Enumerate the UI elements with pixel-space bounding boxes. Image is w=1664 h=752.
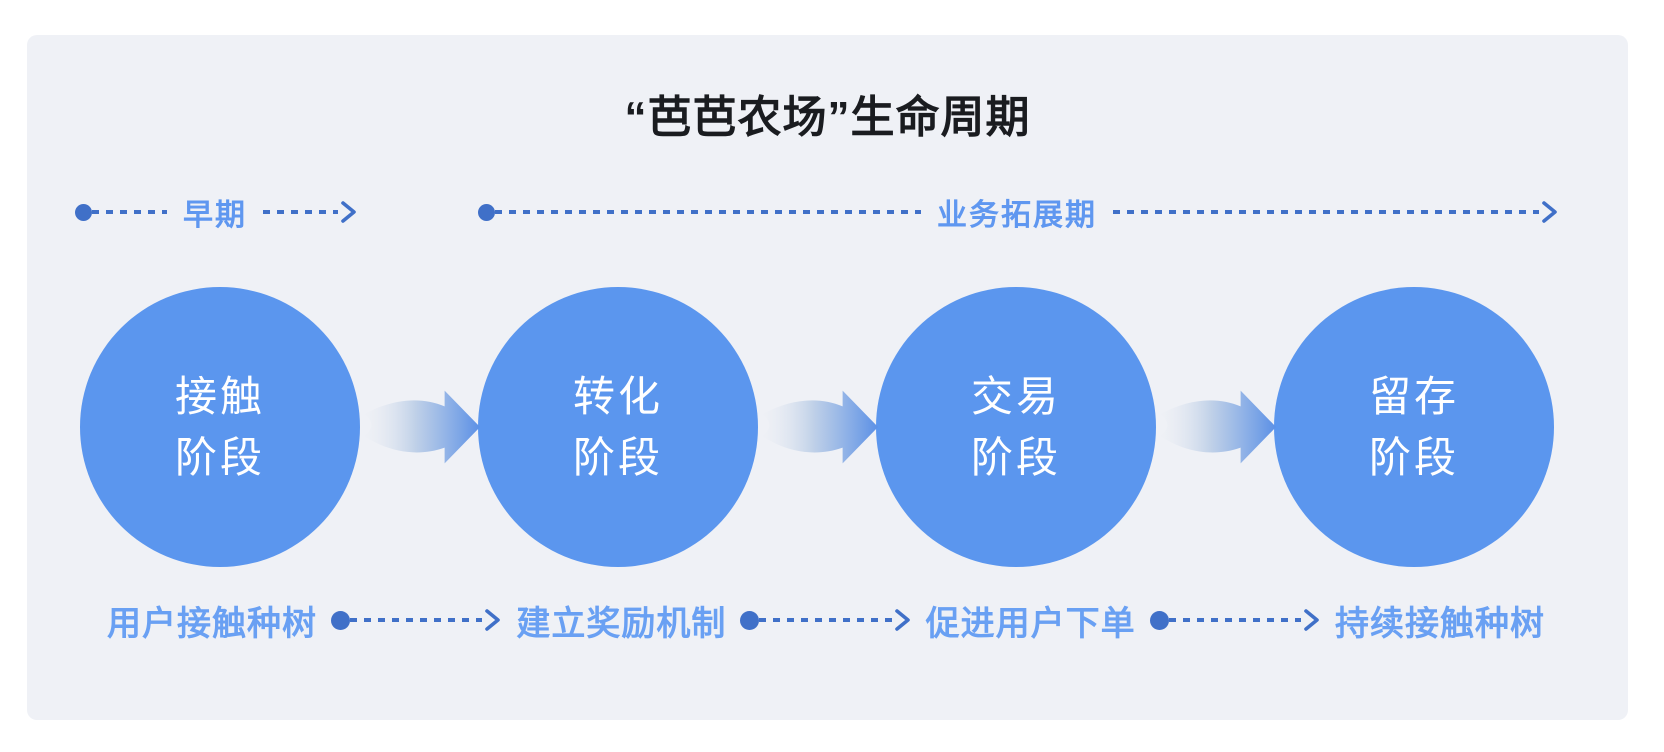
- timeline-dashed-line: [92, 210, 167, 214]
- step-label-continue-plant-trees: 持续接触种树: [1334, 604, 1545, 643]
- timeline-dashed-line: [1113, 210, 1539, 214]
- chevron-right-icon: [1304, 609, 1319, 631]
- step-dashed-line: [350, 618, 483, 622]
- timeline-dashed-line: [263, 210, 338, 214]
- gradient-arrow-icon: [1159, 390, 1277, 464]
- timeline-dot: [75, 203, 92, 221]
- stage-label-line2: 阶段: [1368, 434, 1459, 481]
- step-dot: [1149, 610, 1169, 630]
- stage-label-line1: 接触: [174, 372, 265, 420]
- stage-label-line2: 阶段: [174, 434, 265, 481]
- timeline-dashed-line: [495, 210, 921, 214]
- stage-circle-contact: 接触 阶段: [80, 287, 360, 567]
- chevron-right-icon: [894, 609, 910, 631]
- chevron-right-icon: [485, 609, 501, 631]
- step-arrow: [1149, 607, 1321, 633]
- gradient-arrow-icon: [363, 390, 481, 464]
- stage-circle-conversion: 转化 阶段: [478, 287, 758, 567]
- timeline-dot: [478, 203, 495, 221]
- step-label-reward-mechanism: 建立奖励机制: [516, 604, 727, 643]
- diagram-card: “芭芭农场”生命周期 早期 业务拓展期 接触 阶段 转化: [27, 35, 1628, 720]
- stage-label-line2: 阶段: [572, 434, 663, 481]
- step-dashed-line: [759, 618, 892, 622]
- step-dashed-line: [1168, 618, 1301, 622]
- step-label-promote-orders: 促进用户下单: [925, 604, 1136, 643]
- stage-circle-retention: 留存 阶段: [1274, 287, 1554, 567]
- stage-label-line1: 交易: [970, 372, 1061, 420]
- step-dot: [331, 610, 350, 630]
- timeline-phase2-label: 业务拓展期: [937, 199, 1097, 232]
- step-arrow: [331, 607, 502, 633]
- stage-label-line1: 留存: [1368, 372, 1459, 420]
- chevron-right-icon: [1542, 201, 1557, 223]
- diagram-title: “芭芭农场”生命周期: [624, 93, 1031, 142]
- step-arrow: [740, 607, 911, 633]
- step-dot: [740, 610, 760, 630]
- gradient-arrow-icon: [761, 390, 879, 464]
- stage-label-line1: 转化: [572, 372, 663, 420]
- timeline-expansion-phase: 业务拓展期: [478, 194, 1559, 232]
- chevron-right-icon: [341, 201, 356, 223]
- step-label-plant-trees: 用户接触种树: [107, 604, 317, 643]
- stage-circle-transaction: 交易 阶段: [876, 287, 1156, 567]
- stage-label-line2: 阶段: [970, 434, 1061, 481]
- bottom-steps-row: 用户接触种树 建立奖励机制 促进用户下单: [107, 596, 1545, 644]
- timeline-phase1-label: 早期: [183, 199, 247, 232]
- timeline-early-phase: 早期: [75, 194, 358, 232]
